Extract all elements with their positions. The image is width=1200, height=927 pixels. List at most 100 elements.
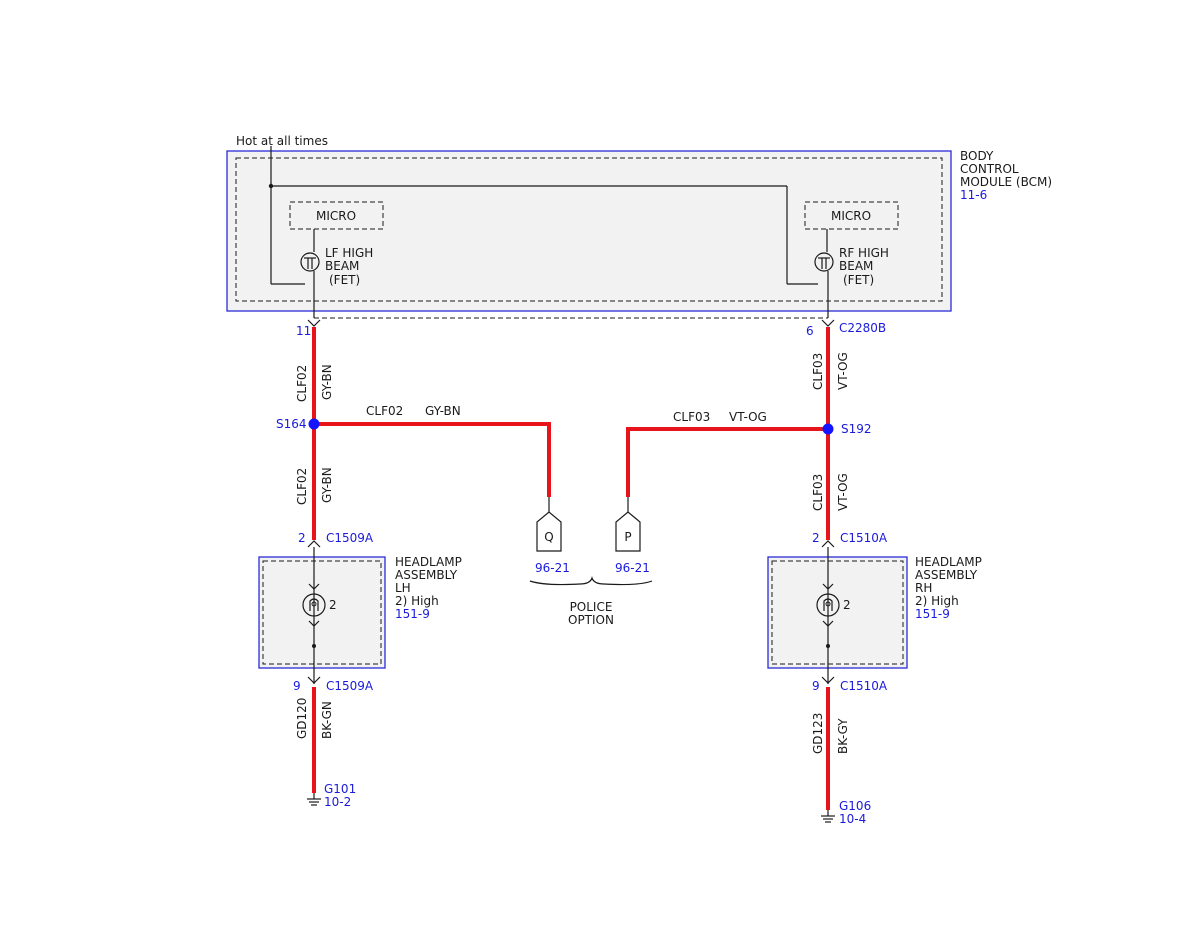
fet-right-label-1: RF HIGH bbox=[839, 246, 889, 260]
connector-c1509a-top bbox=[307, 540, 321, 548]
lh-bulb-pin: 2 bbox=[329, 598, 337, 612]
bcm-outline bbox=[226, 150, 952, 312]
fet-right-label-3: (FET) bbox=[843, 273, 874, 287]
rh-internal-node bbox=[826, 644, 830, 648]
wire-color-vt-og-lower: VT-OG bbox=[836, 473, 850, 511]
wire-color-bk-gy: BK-GY bbox=[836, 718, 850, 754]
rh-bulb-icon bbox=[816, 593, 840, 617]
rh-bottom-pin[interactable]: 9 bbox=[812, 679, 820, 693]
rh-name-3: RH bbox=[915, 581, 932, 595]
connector-c1509a-bottom bbox=[307, 676, 321, 684]
lh-name-3: LH bbox=[395, 581, 411, 595]
rh-bulb-in-arrow bbox=[822, 583, 834, 590]
police-option-label-2: OPTION bbox=[568, 613, 614, 627]
ground-g106-ref[interactable]: 10-4 bbox=[839, 812, 866, 826]
police-connector-q[interactable]: Q bbox=[536, 511, 562, 552]
bcm-pin-right[interactable]: 6 bbox=[806, 324, 814, 338]
lh-ref[interactable]: 151-9 bbox=[395, 607, 430, 621]
lh-bulb-in-arrow bbox=[308, 583, 320, 590]
wire-color-vt-og-upper: VT-OG bbox=[836, 352, 850, 390]
ground-g101-ref[interactable]: 10-2 bbox=[324, 795, 351, 809]
fet-right-icon bbox=[814, 252, 834, 272]
wire-label-clf03-lower: CLF03 bbox=[811, 474, 825, 511]
rh-inner-boundary bbox=[771, 560, 904, 665]
bcm-inner-boundary bbox=[235, 157, 943, 302]
wire-color-gy-bn-upper: GY-BN bbox=[320, 364, 334, 400]
wire-clf03[interactable] bbox=[626, 327, 830, 540]
wire-label-clf03-horizontal: CLF03 bbox=[673, 410, 710, 424]
micro-right-label: MICRO bbox=[831, 209, 871, 223]
bcm-ref[interactable]: 11-6 bbox=[960, 188, 987, 202]
lh-inner-boundary bbox=[262, 560, 382, 665]
fet-left-label-1: LF HIGH bbox=[325, 246, 373, 260]
headlamp-assembly-rh[interactable]: 2 bbox=[767, 547, 908, 684]
fet-left-icon bbox=[300, 252, 320, 272]
rh-top-pin[interactable]: 2 bbox=[812, 531, 820, 545]
police-ref-q[interactable]: 96-21 bbox=[535, 561, 570, 575]
wire-color-gy-bn-horizontal: GY-BN bbox=[425, 404, 461, 418]
micro-left-box bbox=[289, 201, 384, 230]
wire-label-clf03-upper: CLF03 bbox=[811, 353, 825, 390]
hot-at-all-times-label: Hot at all times bbox=[236, 134, 328, 148]
splice-s192[interactable] bbox=[822, 423, 834, 435]
headlamp-assembly-lh[interactable]: 2 bbox=[258, 547, 386, 684]
ground-g106-icon bbox=[821, 815, 835, 823]
bcm-bus-junction bbox=[268, 183, 274, 189]
wire-color-bk-gn: BK-GN bbox=[320, 701, 334, 739]
bcm-pin-left[interactable]: 11 bbox=[296, 324, 311, 338]
rh-ref[interactable]: 151-9 bbox=[915, 607, 950, 621]
wire-label-clf02-horizontal: CLF02 bbox=[366, 404, 403, 418]
wire-color-gy-bn-lower: GY-BN bbox=[320, 467, 334, 503]
bcm-name-1: BODY bbox=[960, 149, 994, 163]
wire-label-clf02-lower: CLF02 bbox=[295, 468, 309, 505]
fet-left-label-2: BEAM bbox=[325, 259, 359, 273]
rh-function: 2) High bbox=[915, 594, 959, 608]
police-pin-q: Q bbox=[544, 530, 553, 544]
lh-name-2: ASSEMBLY bbox=[395, 568, 458, 582]
ground-g101[interactable]: G101 bbox=[324, 782, 356, 796]
wire-clf02[interactable] bbox=[312, 327, 551, 540]
bcm-name-3: MODULE (BCM) bbox=[960, 175, 1052, 189]
police-option-brace bbox=[529, 576, 653, 586]
police-pin-p: P bbox=[624, 530, 631, 544]
rh-name-1: HEADLAMP bbox=[915, 555, 982, 569]
micro-left-label: MICRO bbox=[316, 209, 356, 223]
lh-bottom-pin[interactable]: 9 bbox=[293, 679, 301, 693]
rh-outline bbox=[767, 556, 908, 669]
lh-function: 2) High bbox=[395, 594, 439, 608]
lh-bulb-out-arrow bbox=[308, 620, 320, 627]
rh-bulb-pin: 2 bbox=[843, 598, 851, 612]
connector-c1510a-top bbox=[821, 540, 835, 548]
lh-top-pin[interactable]: 2 bbox=[298, 531, 306, 545]
lh-internal-node bbox=[312, 644, 316, 648]
splice-s164-label[interactable]: S164 bbox=[276, 417, 307, 431]
fet-left-label-3: (FET) bbox=[329, 273, 360, 287]
lh-bulb-icon bbox=[302, 593, 326, 617]
police-connector-p[interactable]: P bbox=[615, 511, 641, 552]
rh-bottom-connector[interactable]: C1510A bbox=[840, 679, 888, 693]
bcm-pin-left-terminal bbox=[307, 319, 321, 327]
lh-name-1: HEADLAMP bbox=[395, 555, 462, 569]
wire-label-gd123: GD123 bbox=[811, 713, 825, 754]
lh-bottom-connector[interactable]: C1509A bbox=[326, 679, 374, 693]
body-control-module[interactable]: MICRO MICRO LF HIGH BEAM (FET) RF HIGH B… bbox=[226, 146, 1052, 319]
police-ref-p[interactable]: 96-21 bbox=[615, 561, 650, 575]
splice-s164[interactable] bbox=[308, 418, 320, 430]
wire-label-gd120: GD120 bbox=[295, 698, 309, 739]
rh-name-2: ASSEMBLY bbox=[915, 568, 978, 582]
bcm-name-2: CONTROL bbox=[960, 162, 1019, 176]
connector-c1510a-bottom bbox=[821, 676, 835, 684]
bcm-pin-right-terminal bbox=[821, 319, 835, 327]
micro-right-box bbox=[804, 201, 899, 230]
rh-bulb-out-arrow bbox=[822, 620, 834, 627]
fet-right-label-2: BEAM bbox=[839, 259, 873, 273]
ground-g106[interactable]: G106 bbox=[839, 799, 871, 813]
wire-label-clf02-upper: CLF02 bbox=[295, 365, 309, 402]
ground-g101-icon bbox=[307, 798, 321, 806]
bcm-connector-c2280b[interactable]: C2280B bbox=[839, 321, 886, 335]
rh-top-connector[interactable]: C1510A bbox=[840, 531, 888, 545]
splice-s192-label[interactable]: S192 bbox=[841, 422, 872, 436]
lh-top-connector[interactable]: C1509A bbox=[326, 531, 374, 545]
police-option-label-1: POLICE bbox=[570, 600, 613, 614]
